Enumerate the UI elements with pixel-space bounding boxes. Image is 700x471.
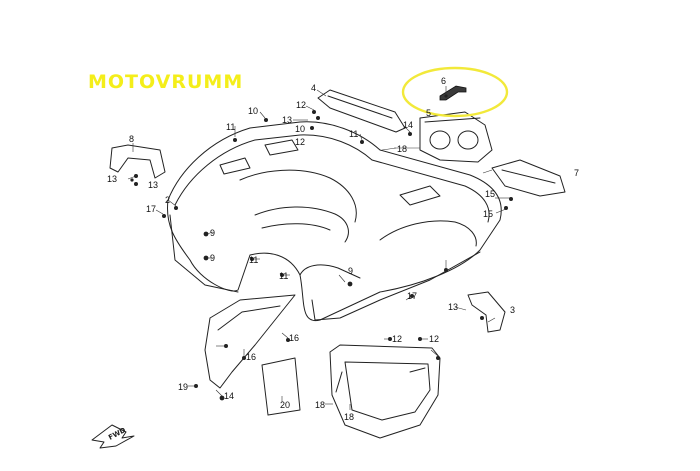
upper-trim-strip <box>317 89 406 133</box>
callout-13-c: 13 <box>148 180 158 190</box>
rear-fender-body <box>166 121 502 322</box>
callout-18: 18 <box>397 144 407 154</box>
callout-13-d: 13 <box>448 302 458 312</box>
callout-11-c: 11 <box>249 255 258 265</box>
callout-12: 12 <box>296 100 306 110</box>
callout-4: 4 <box>311 83 316 93</box>
callout-14-b: 14 <box>224 391 234 401</box>
callout-9-b: 9 <box>210 253 215 263</box>
fastener-markers <box>130 94 513 401</box>
brand-watermark: MOTOVRUMM <box>88 71 243 93</box>
callout-18-c: 18 <box>344 412 354 422</box>
callout-10: 10 <box>248 106 258 116</box>
callout-6: 6 <box>441 76 446 86</box>
callout-11-d: 11 <box>279 271 288 281</box>
splash-panel-part-20 <box>261 357 301 416</box>
callout-13: 13 <box>282 115 292 125</box>
callout-18-b: 18 <box>315 400 325 410</box>
callout-12-c: 12 <box>392 334 402 344</box>
callout-10-b: 10 <box>295 124 305 134</box>
callout-9: 9 <box>210 228 215 238</box>
callout-17: 17 <box>146 204 156 214</box>
callout-9-c: 9 <box>348 266 353 276</box>
callout-15-b: 15 <box>483 209 493 219</box>
bracket-part-6 <box>439 85 467 101</box>
callout-12-d: 12 <box>429 334 439 344</box>
right-bracket-part-3 <box>467 291 506 333</box>
tail-light-housing <box>419 111 493 163</box>
callout-12-b: 12 <box>295 137 305 147</box>
callout-13-b: 13 <box>107 174 117 184</box>
callout-14: 14 <box>403 120 413 130</box>
callout-15: 15 <box>485 189 495 199</box>
callout-3: 3 <box>510 305 515 315</box>
callout-5: 5 <box>426 108 431 118</box>
callout-numbers: 6 4 8 11 10 12 13 10 12 11 14 5 18 13 7 … <box>107 76 579 422</box>
callout-2: 2 <box>165 195 170 205</box>
highlight-circle <box>401 66 509 118</box>
callout-17-b: 17 <box>407 291 417 301</box>
callout-8: 8 <box>129 134 134 144</box>
callout-16: 16 <box>289 333 299 343</box>
left-bracket-part-8 <box>109 144 166 179</box>
lower-liner-part-18 <box>329 344 441 439</box>
callout-20: 20 <box>280 400 290 410</box>
callout-11: 11 <box>226 122 235 132</box>
fwd-direction-marker: FWD <box>91 424 135 449</box>
callout-7: 7 <box>574 168 579 178</box>
callout-16-b: 16 <box>246 352 256 362</box>
right-deflector <box>491 159 566 197</box>
callout-19: 19 <box>178 382 188 392</box>
callout-11-b: 11 <box>349 129 358 139</box>
